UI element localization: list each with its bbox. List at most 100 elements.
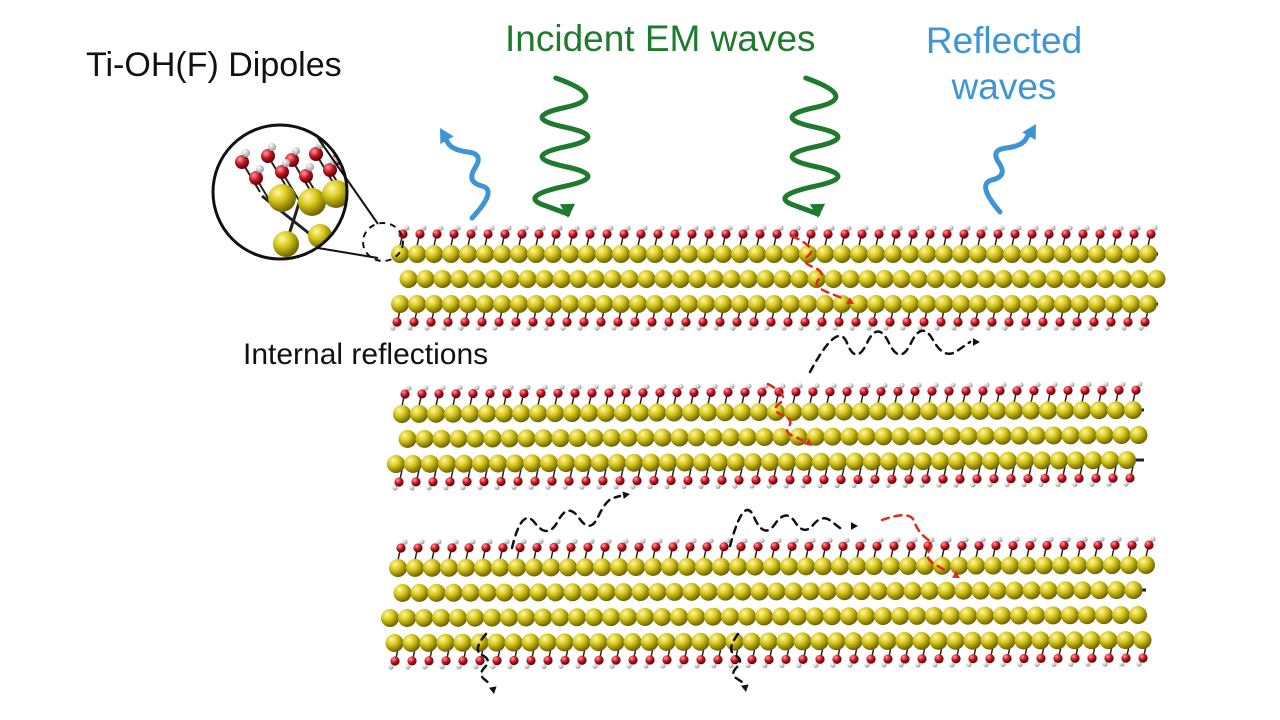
- titanium-atom: [508, 558, 526, 577]
- titanium-atom: [789, 607, 807, 626]
- hydrogen-atom: [1103, 381, 1109, 387]
- titanium-atom: [773, 270, 792, 288]
- titanium-atom: [623, 633, 642, 652]
- titanium-atom: [799, 245, 817, 263]
- hydrogen-atom: [779, 662, 785, 669]
- titanium-atom: [406, 558, 424, 577]
- titanium-atom: [552, 270, 571, 288]
- hydrogen-atom: [506, 225, 512, 231]
- titanium-atom: [559, 558, 577, 577]
- titanium-atom: [755, 607, 773, 626]
- hydrogen-atom: [713, 325, 719, 331]
- hydrogen-atom: [812, 225, 818, 231]
- titanium-atom: [863, 452, 881, 471]
- titanium-atom: [671, 270, 690, 288]
- hydrogen-atom: [647, 484, 653, 490]
- oxygen-atom: [968, 654, 978, 664]
- oxygen-atom: [451, 389, 461, 399]
- titanium-atom: [946, 631, 965, 650]
- titanium-atom: [1033, 451, 1051, 470]
- hydrogen-atom: [729, 383, 735, 389]
- hydrogen-atom: [645, 325, 651, 331]
- oxygen-atom: [509, 655, 519, 666]
- titanium-atom: [1137, 556, 1155, 574]
- oxygen-atom: [577, 655, 587, 665]
- titanium-atom: [568, 429, 587, 448]
- oxygen-atom: [857, 229, 867, 239]
- hydrogen-atom: [829, 225, 835, 231]
- titanium-atom: [742, 632, 761, 651]
- arrow-head: [622, 491, 630, 499]
- hydrogen-atom: [557, 225, 563, 231]
- oxygen-atom: [530, 476, 540, 486]
- titanium-atom: [654, 270, 673, 288]
- titanium-atom: [738, 607, 756, 626]
- titanium-atom: [619, 608, 637, 627]
- oxygen-atom: [564, 476, 574, 486]
- titanium-atom: [631, 583, 650, 602]
- hydrogen-atom: [1065, 536, 1071, 542]
- oxygen-atom: [974, 541, 984, 551]
- oxygen-atom: [944, 386, 954, 396]
- titanium-atom: [546, 583, 565, 602]
- titanium-atom: [1069, 556, 1087, 575]
- hydrogen-atom: [1136, 661, 1142, 667]
- titanium-atom: [761, 453, 779, 472]
- hydrogen-atom: [766, 483, 772, 489]
- titanium-atom: [653, 607, 671, 626]
- hydrogen-atom: [526, 325, 532, 331]
- hydrogen-atom: [406, 385, 412, 391]
- titanium-atom: [943, 270, 962, 288]
- hydrogen-atom: [795, 225, 801, 231]
- titanium-atom: [527, 295, 545, 313]
- hydrogen-atom: [555, 538, 561, 544]
- oxygen-atom: [394, 477, 404, 487]
- oxygen-atom: [823, 229, 833, 239]
- titanium-atom: [1044, 426, 1063, 445]
- oxygen-atom: [747, 654, 757, 665]
- wave-path: [729, 632, 744, 684]
- hydrogen-atom: [1116, 536, 1122, 542]
- titanium-atom: [415, 429, 434, 448]
- titanium-atom: [1065, 631, 1084, 650]
- hydrogen-atom: [507, 663, 513, 670]
- hydrogen-atom: [929, 537, 935, 543]
- oxygen-atom: [1029, 386, 1039, 396]
- titanium-atom: [410, 404, 428, 423]
- titanium-atom: [948, 452, 966, 471]
- titanium-atom: [474, 558, 492, 577]
- titanium-atom: [784, 582, 803, 601]
- titanium-atom: [1130, 270, 1149, 288]
- hydrogen-atom: [815, 325, 821, 331]
- hydrogen-atom: [931, 225, 937, 231]
- wave-path: [808, 329, 972, 374]
- hydrogen-atom: [642, 225, 648, 231]
- oxygen-atom: [685, 542, 695, 552]
- oxygen-atom: [842, 387, 852, 397]
- mxene-sheet-top: [390, 225, 1166, 331]
- oxygen-atom: [632, 476, 642, 486]
- oxygen-atom: [447, 543, 457, 553]
- titanium-atom: [466, 608, 484, 627]
- reflected-label-line2: waves: [951, 66, 1057, 107]
- titanium-atom: [729, 557, 747, 576]
- titanium-atom: [586, 270, 605, 288]
- oxygen-atom: [426, 317, 436, 327]
- titanium-atom: [1090, 401, 1108, 420]
- oxygen-atom: [785, 475, 795, 485]
- oxygen-atom: [936, 317, 946, 327]
- titanium-atom: [984, 556, 1002, 575]
- titanium-atom: [721, 607, 739, 626]
- titanium-atom: [699, 582, 718, 601]
- hydrogen-atom: [470, 539, 476, 545]
- zoom-hydrogen-atom: [282, 159, 290, 167]
- mxene-sheets: [381, 225, 1166, 670]
- oxygen-atom: [636, 229, 646, 239]
- titanium-atom: [648, 403, 666, 422]
- titanium-atom: [841, 270, 860, 288]
- oxygen-atom: [1040, 473, 1050, 484]
- oxygen-atom: [655, 388, 665, 398]
- titanium-atom: [687, 428, 706, 447]
- titanium-atom: [1027, 426, 1046, 445]
- oxygen-atom: [647, 317, 657, 327]
